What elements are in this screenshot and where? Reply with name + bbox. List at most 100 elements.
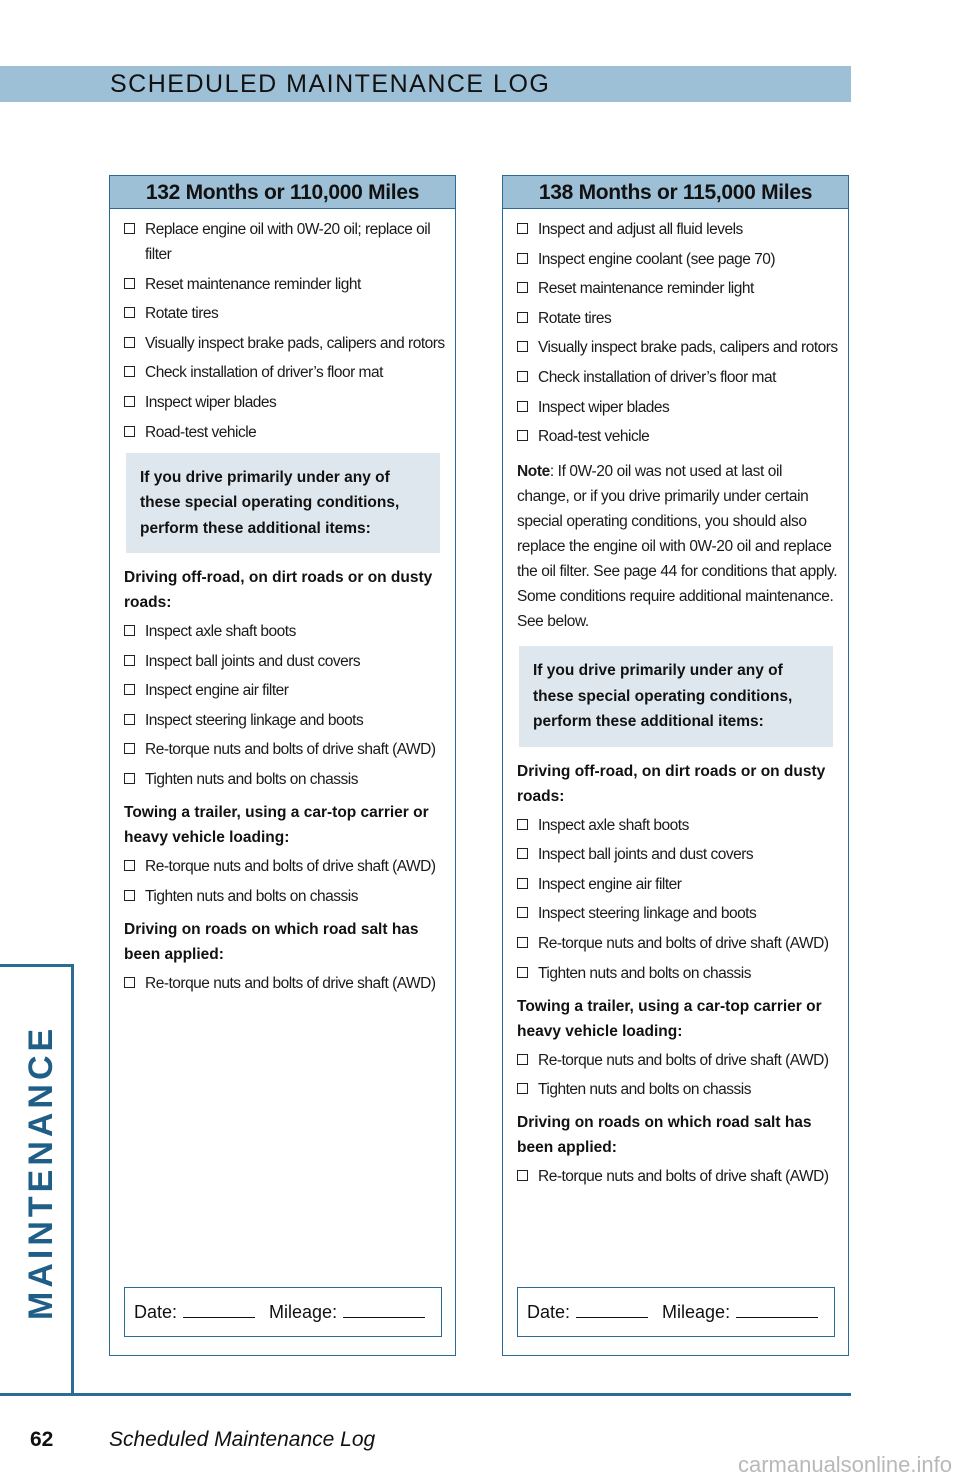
checkbox-icon[interactable] (517, 907, 528, 919)
task-item[interactable]: Replace engine oil with 0W-20 oil; repla… (124, 217, 455, 267)
task-label: Inspect wiper blades (145, 393, 277, 411)
checkbox-icon[interactable] (124, 277, 135, 289)
task-item[interactable]: Reset maintenance reminder light (517, 276, 848, 301)
side-tab-rule (71, 964, 74, 1394)
condition-title: Towing a trailer, using a car-top carrie… (517, 997, 822, 1040)
checkbox-icon[interactable] (517, 341, 528, 353)
task-item[interactable]: Visually inspect brake pads, calipers an… (124, 331, 455, 356)
checkbox-icon[interactable] (517, 400, 528, 412)
task-item[interactable]: Reset maintenance reminder light (124, 272, 455, 297)
task-item[interactable]: Inspect wiper blades (124, 390, 455, 415)
checkbox-icon[interactable] (517, 1083, 528, 1095)
task-label: Replace engine oil with 0W-20 oil; repla… (145, 221, 431, 263)
checkbox-icon[interactable] (517, 877, 528, 889)
oil-note: Note: If 0W-20 oil was not used at last … (517, 459, 838, 634)
date-field[interactable] (576, 1303, 649, 1318)
task-item[interactable]: Tighten nuts and bolts on chassis (517, 961, 848, 986)
task-item[interactable]: Inspect engine air filter (517, 872, 848, 897)
checkbox-icon[interactable] (124, 425, 135, 437)
checkbox-icon[interactable] (517, 818, 528, 830)
task-label: Tighten nuts and bolts on chassis (145, 771, 358, 789)
task-item[interactable]: Check installation of driver’s floor mat (517, 365, 848, 390)
checkbox-icon[interactable] (517, 223, 528, 234)
condition-title: Driving off-road, on dirt roads or on du… (124, 569, 433, 612)
date-field[interactable] (183, 1303, 256, 1318)
task-item[interactable]: Re-torque nuts and bolts of drive shaft … (124, 737, 455, 762)
checkbox-icon[interactable] (517, 937, 528, 949)
checkbox-icon[interactable] (124, 625, 135, 637)
checkbox-icon[interactable] (517, 1053, 528, 1065)
task-label: Inspect steering linkage and boots (538, 905, 757, 923)
task-label: Check installation of driver’s floor mat (538, 368, 776, 386)
checkbox-icon[interactable] (124, 395, 135, 407)
task-item[interactable]: Check installation of driver’s floor mat (124, 360, 455, 385)
task-item[interactable]: Re-torque nuts and bolts of drive shaft … (517, 1048, 848, 1073)
task-item[interactable]: Inspect steering linkage and boots (517, 901, 848, 926)
task-list: Replace engine oil with 0W-20 oil; repla… (124, 217, 455, 445)
condition-title: Driving on roads on which road salt has … (517, 1114, 812, 1157)
side-tab-rule-top (0, 964, 73, 967)
condition-task-list: Re-torque nuts and bolts of drive shaft … (517, 1164, 848, 1189)
interval-card-138-months: 138 Months or 115,000 Miles Inspect and … (502, 175, 849, 1356)
mileage-field[interactable] (736, 1303, 819, 1318)
task-item[interactable]: Re-torque nuts and bolts of drive shaft … (517, 931, 848, 956)
task-item[interactable]: Inspect and adjust all fluid levels (517, 217, 848, 242)
mileage-field[interactable] (343, 1303, 426, 1318)
task-item[interactable]: Visually inspect brake pads, calipers an… (517, 335, 848, 360)
checkbox-icon[interactable] (517, 848, 528, 860)
checkbox-icon[interactable] (124, 336, 135, 348)
checkbox-icon[interactable] (124, 684, 135, 696)
task-label: Rotate tires (538, 309, 612, 327)
section-title: SCHEDULED MAINTENANCE LOG (110, 70, 551, 98)
checkbox-icon[interactable] (124, 860, 135, 872)
task-item[interactable]: Tighten nuts and bolts on chassis (517, 1077, 848, 1102)
checkbox-icon[interactable] (124, 307, 135, 319)
task-label: Reset maintenance reminder light (538, 280, 754, 298)
task-item[interactable]: Rotate tires (124, 301, 455, 326)
checkbox-icon[interactable] (517, 430, 528, 442)
task-item[interactable]: Road-test vehicle (124, 420, 455, 445)
task-label: Visually inspect brake pads, calipers an… (538, 339, 838, 357)
checkbox-icon[interactable] (517, 1170, 528, 1182)
task-label: Inspect ball joints and dust covers (538, 846, 754, 864)
checkbox-icon[interactable] (517, 252, 528, 264)
task-item[interactable]: Inspect steering linkage and boots (124, 708, 455, 733)
task-item[interactable]: Rotate tires (517, 306, 848, 331)
checkbox-icon[interactable] (517, 282, 528, 294)
task-item[interactable]: Re-torque nuts and bolts of drive shaft … (124, 971, 455, 996)
checkbox-icon[interactable] (124, 366, 135, 378)
checkbox-icon[interactable] (517, 966, 528, 978)
checkbox-icon[interactable] (124, 713, 135, 725)
checkbox-icon[interactable] (124, 654, 135, 666)
checkbox-icon[interactable] (517, 370, 528, 382)
section-side-tab: MAINTENANCE (22, 1024, 60, 1320)
task-item[interactable]: Tighten nuts and bolts on chassis (124, 884, 455, 909)
checkbox-icon[interactable] (124, 889, 135, 901)
task-label: Road-test vehicle (145, 423, 257, 441)
task-label: Inspect steering linkage and boots (145, 711, 364, 729)
task-label: Inspect axle shaft boots (538, 816, 689, 834)
task-item[interactable]: Inspect ball joints and dust covers (517, 842, 848, 867)
mileage-label: Mileage: (269, 1302, 338, 1322)
task-item[interactable]: Inspect ball joints and dust covers (124, 649, 455, 674)
watermark: carmanualsonline.info (737, 1452, 952, 1477)
checkbox-icon[interactable] (124, 773, 135, 785)
task-item[interactable]: Tighten nuts and bolts on chassis (124, 767, 455, 792)
task-item[interactable]: Road-test vehicle (517, 424, 848, 449)
footer-title: Scheduled Maintenance Log (109, 1428, 376, 1451)
task-label: Re-torque nuts and bolts of drive shaft … (145, 974, 436, 992)
checkbox-icon[interactable] (124, 223, 135, 234)
task-item[interactable]: Inspect axle shaft boots (124, 619, 455, 644)
checkbox-icon[interactable] (124, 976, 135, 988)
task-item[interactable]: Inspect wiper blades (517, 395, 848, 420)
task-item[interactable]: Re-torque nuts and bolts of drive shaft … (124, 854, 455, 879)
task-item[interactable]: Inspect engine coolant (see page 70) (517, 247, 848, 272)
checkbox-icon[interactable] (124, 743, 135, 755)
task-item[interactable]: Inspect engine air filter (124, 678, 455, 703)
task-label: Inspect engine coolant (see page 70) (538, 250, 776, 268)
checkbox-icon[interactable] (517, 311, 528, 323)
task-item[interactable]: Re-torque nuts and bolts of drive shaft … (517, 1164, 848, 1189)
task-item[interactable]: Inspect axle shaft boots (517, 813, 848, 838)
task-label: Rotate tires (145, 305, 219, 323)
task-list: Inspect and adjust all fluid levels Insp… (517, 217, 848, 449)
